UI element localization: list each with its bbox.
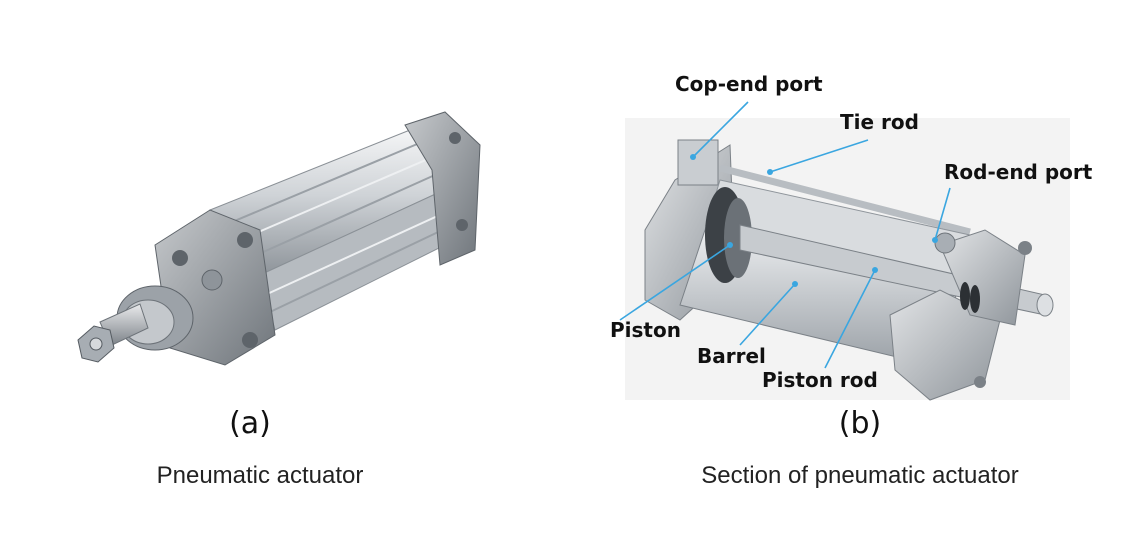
panel-a-letter: (a) xyxy=(229,406,271,441)
leader-piston-rod xyxy=(824,269,876,369)
leader-dot-tie-rod xyxy=(767,169,773,175)
leader-cop-end-port xyxy=(692,101,749,158)
label-cop-end-port: Cop-end port xyxy=(675,72,823,96)
panel-a-caption: Pneumatic actuator xyxy=(156,462,364,489)
actuator-drawing xyxy=(77,111,481,366)
leader-dot-barrel xyxy=(792,281,798,287)
label-tie-rod: Tie rod xyxy=(840,110,919,134)
label-barrel: Barrel xyxy=(697,344,766,368)
leader-dot-rod-end-port xyxy=(932,237,938,243)
label-piston: Piston xyxy=(610,318,681,342)
leader-lines xyxy=(619,101,951,369)
section-drawing xyxy=(619,101,1070,401)
leader-tie-rod xyxy=(769,139,869,173)
label-piston-rod: Piston rod xyxy=(762,368,878,392)
panel-b-caption: Section of pneumatic actuator xyxy=(701,462,1019,489)
section-diagram xyxy=(600,60,1140,420)
leader-dot-piston xyxy=(727,242,733,248)
actuator-illustration xyxy=(60,90,500,420)
leader-barrel xyxy=(739,283,796,346)
panel-b-letter: (b) xyxy=(838,406,882,441)
leader-dot-cop-end-port xyxy=(690,154,696,160)
label-rod-end-port: Rod-end port xyxy=(944,160,1093,184)
leader-piston xyxy=(619,244,731,321)
leader-rod-end-port xyxy=(934,187,951,241)
leader-dot-piston-rod xyxy=(872,267,878,273)
